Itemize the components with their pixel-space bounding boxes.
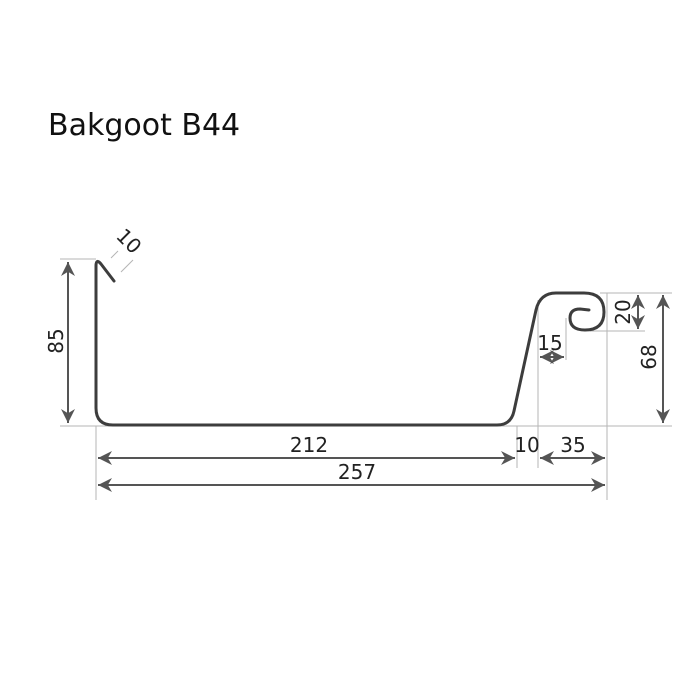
dimension-lines (61, 262, 670, 492)
diagram-title: Bakgoot B44 (48, 108, 241, 143)
dim-slope-offset: 10 (514, 433, 539, 457)
dim-hem-left: 10 (111, 224, 146, 259)
dim-top-right-width: 35 (560, 433, 585, 457)
dim-bottom-width: 212 (290, 433, 328, 457)
dim-height-left: 85 (44, 328, 68, 353)
dim-total-width: 257 (338, 460, 376, 484)
dim-height-right: 68 (637, 344, 661, 369)
dim-curl-height: 20 (611, 299, 635, 324)
dim-curl-width: 15 (537, 331, 562, 355)
gutter-profile (94, 259, 606, 427)
